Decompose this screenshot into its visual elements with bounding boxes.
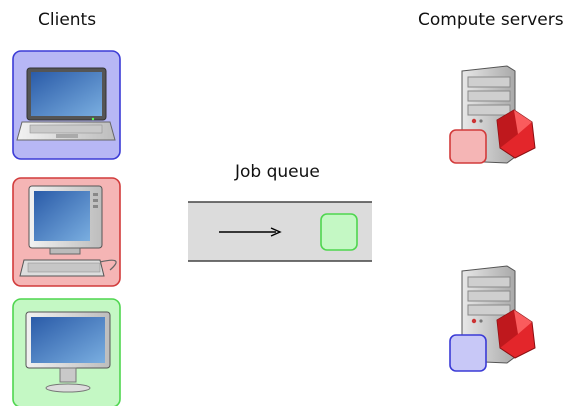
job-queue-heading: Job queue bbox=[235, 162, 320, 182]
cpu-gem-icon bbox=[496, 309, 536, 359]
client-monitor bbox=[12, 298, 121, 406]
monitor-icon bbox=[25, 311, 111, 393]
compute-servers-heading: Compute servers bbox=[418, 10, 564, 30]
server-2-job bbox=[449, 334, 487, 372]
server-1-job bbox=[449, 129, 487, 164]
queued-job bbox=[320, 213, 358, 251]
clients-heading: Clients bbox=[38, 10, 97, 30]
cpu-gem-icon bbox=[496, 109, 536, 159]
laptop-icon bbox=[16, 67, 116, 141]
client-desktop bbox=[12, 177, 121, 287]
server-1 bbox=[449, 65, 536, 164]
desktop-computer-icon bbox=[19, 185, 117, 277]
server-2 bbox=[449, 265, 536, 372]
client-laptop bbox=[12, 50, 121, 160]
queue-arrow-icon bbox=[219, 227, 282, 237]
job-queue bbox=[188, 201, 372, 262]
